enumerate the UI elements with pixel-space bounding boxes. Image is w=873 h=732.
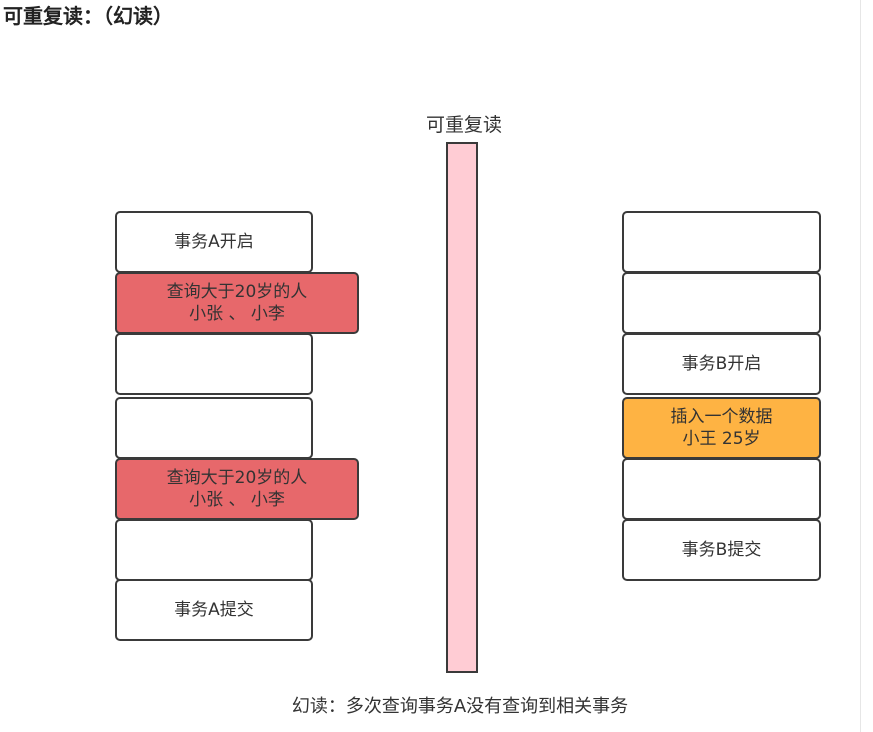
- tx-b-empty-box-3: [622, 458, 821, 520]
- tx-b-insert-box: 插入一个数据 小王 25岁: [622, 397, 821, 459]
- isolation-timeline-bar: [446, 142, 478, 673]
- tx-a-empty-box-2: [115, 397, 313, 459]
- tx-a-begin-label: 事务A开启: [174, 232, 254, 252]
- tx-a-query-1-box: 查询大于20岁的人 小张 、 小李: [115, 272, 359, 334]
- tx-b-insert-line-2: 小王 25岁: [682, 429, 761, 449]
- diagram-caption: 幻读：多次查询事务A没有查询到相关事务: [291, 696, 629, 717]
- tx-b-empty-box-2: [622, 272, 821, 334]
- tx-a-empty-box-1: [115, 333, 313, 395]
- tx-a-query-1-line-2: 小张 、 小李: [189, 304, 285, 324]
- tx-a-empty-box-3: [115, 519, 313, 581]
- isolation-level-label: 可重复读: [425, 114, 502, 136]
- tx-b-commit-box: 事务B提交: [622, 519, 821, 581]
- tx-a-query-2-line-2: 小张 、 小李: [189, 490, 285, 510]
- tx-a-query-1-line-1: 查询大于20岁的人: [166, 282, 308, 302]
- tx-b-begin-label: 事务B开启: [681, 354, 762, 374]
- tx-b-commit-label: 事务B提交: [681, 540, 762, 560]
- page-right-border: [860, 0, 861, 732]
- tx-a-query-2-box: 查询大于20岁的人 小张 、 小李: [115, 458, 359, 520]
- tx-b-empty-box-1: [622, 211, 821, 273]
- tx-a-commit-box: 事务A提交: [115, 579, 313, 641]
- tx-a-query-2-line-1: 查询大于20岁的人: [166, 468, 308, 488]
- page-heading: 可重复读：（幻读）: [3, 4, 173, 28]
- tx-b-begin-box: 事务B开启: [622, 333, 821, 395]
- tx-a-commit-label: 事务A提交: [174, 600, 254, 620]
- tx-b-insert-line-1: 插入一个数据: [670, 407, 773, 427]
- tx-a-begin-box: 事务A开启: [115, 211, 313, 273]
